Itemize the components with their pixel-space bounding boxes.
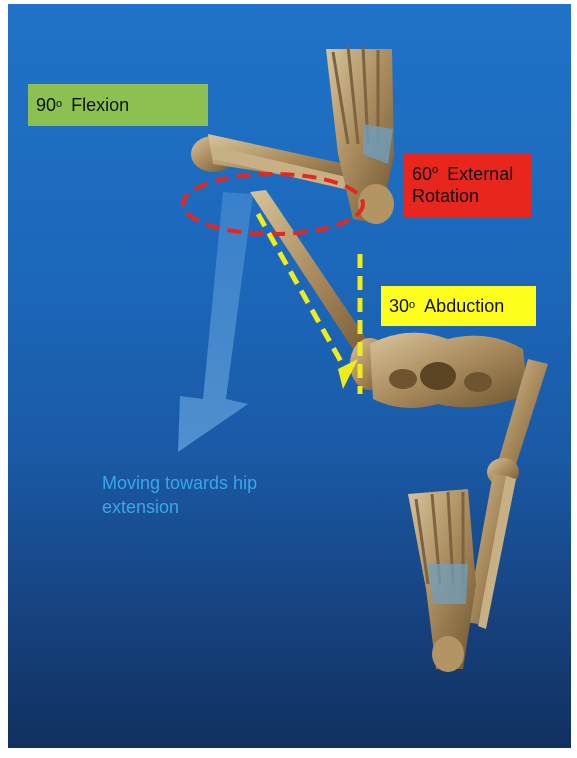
rotation-text-line2: Rotation [412, 185, 513, 208]
abduction-degrees: 30 [389, 295, 409, 318]
abduction-text: Abduction [424, 295, 504, 318]
flexion-degree-symbol: o [56, 98, 62, 112]
rotation-text-line1: External [447, 164, 513, 184]
flexed-leg-bones [191, 46, 394, 224]
movement-caption: Moving towards hip extension [102, 471, 332, 520]
extension-arrow [178, 192, 253, 452]
rotation-degrees: 60 [412, 164, 432, 184]
abduction-degree-symbol: o [409, 299, 415, 313]
pelvis [370, 333, 528, 408]
flexion-degrees: 90 [36, 94, 56, 117]
external-rotation-label: 60o External Rotation [404, 153, 531, 217]
flexion-text: Flexion [71, 94, 129, 117]
rotation-degree-symbol: o [432, 164, 438, 176]
